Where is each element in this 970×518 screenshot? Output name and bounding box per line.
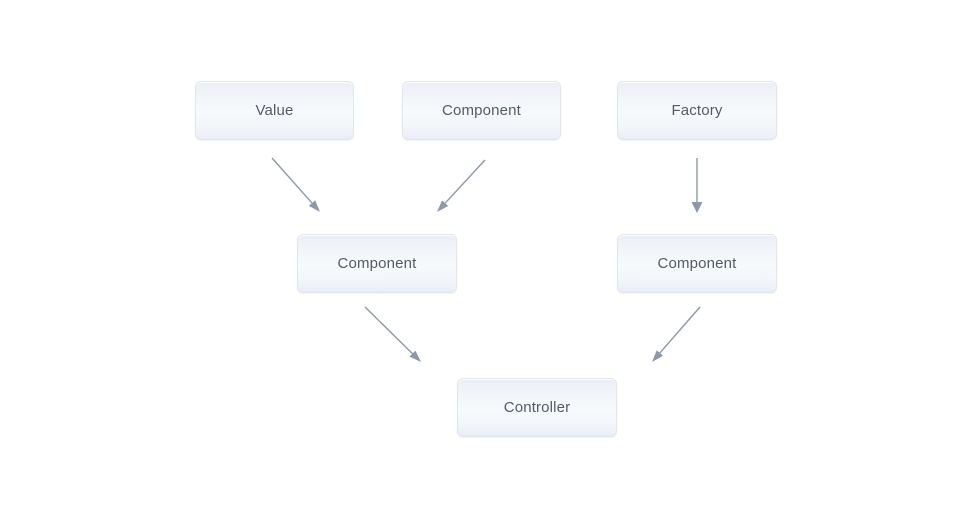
node-factory[interactable]: Factory <box>617 81 777 140</box>
arrow-shaft <box>271 157 313 204</box>
arrow-head <box>437 200 449 212</box>
node-label: Controller <box>503 399 571 416</box>
arrow-head <box>691 202 703 213</box>
node-controller[interactable]: Controller <box>457 378 617 437</box>
node-label: Component <box>337 255 417 272</box>
arrow-shaft <box>659 306 701 354</box>
arrow-component-right-to-controller <box>652 306 701 362</box>
arrow-shaft <box>444 159 486 204</box>
arrow-head <box>308 200 320 212</box>
arrow-component-top-to-component-left <box>437 159 486 212</box>
arrow-shaft <box>364 306 413 355</box>
node-label: Value <box>255 102 294 119</box>
node-label: Component <box>442 102 521 119</box>
node-component-right[interactable]: Component <box>617 234 777 293</box>
arrow-head <box>652 350 664 362</box>
node-component-top[interactable]: Component <box>402 81 561 140</box>
node-component-left[interactable]: Component <box>297 234 457 293</box>
arrow-factory-to-component-right <box>691 158 703 213</box>
arrow-component-left-to-controller <box>364 306 421 362</box>
node-label: Component <box>657 255 737 272</box>
arrow-value-to-component-left <box>271 157 320 212</box>
node-value[interactable]: Value <box>195 81 354 140</box>
arrow-head <box>409 350 421 362</box>
node-label: Factory <box>671 102 723 119</box>
